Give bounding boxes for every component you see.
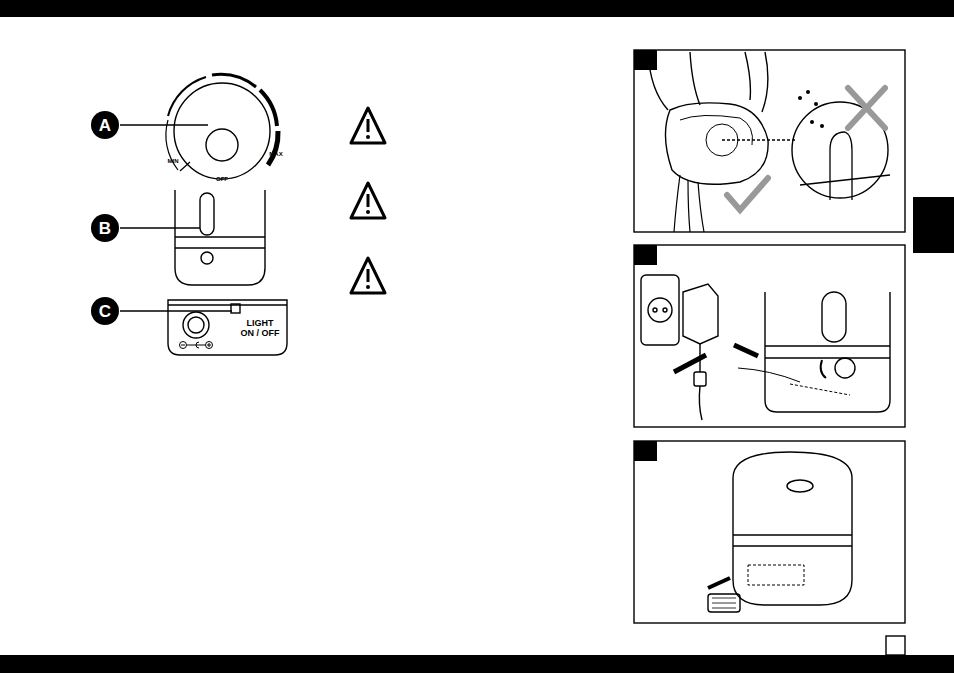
callout-letter-text: A: [99, 117, 111, 134]
callout-letter-text: B: [99, 220, 111, 237]
callout-letter-text: C: [99, 303, 111, 320]
callout-letter: A: [91, 111, 119, 139]
switch-label: LIGHT ON / OFF: [239, 318, 281, 339]
dial-mark: OFF: [211, 176, 233, 183]
callout-letter: B: [91, 214, 119, 242]
dial-mark: MIN: [162, 158, 184, 165]
callout-letter: C: [91, 297, 119, 325]
dial-mark: MAX: [265, 151, 287, 158]
